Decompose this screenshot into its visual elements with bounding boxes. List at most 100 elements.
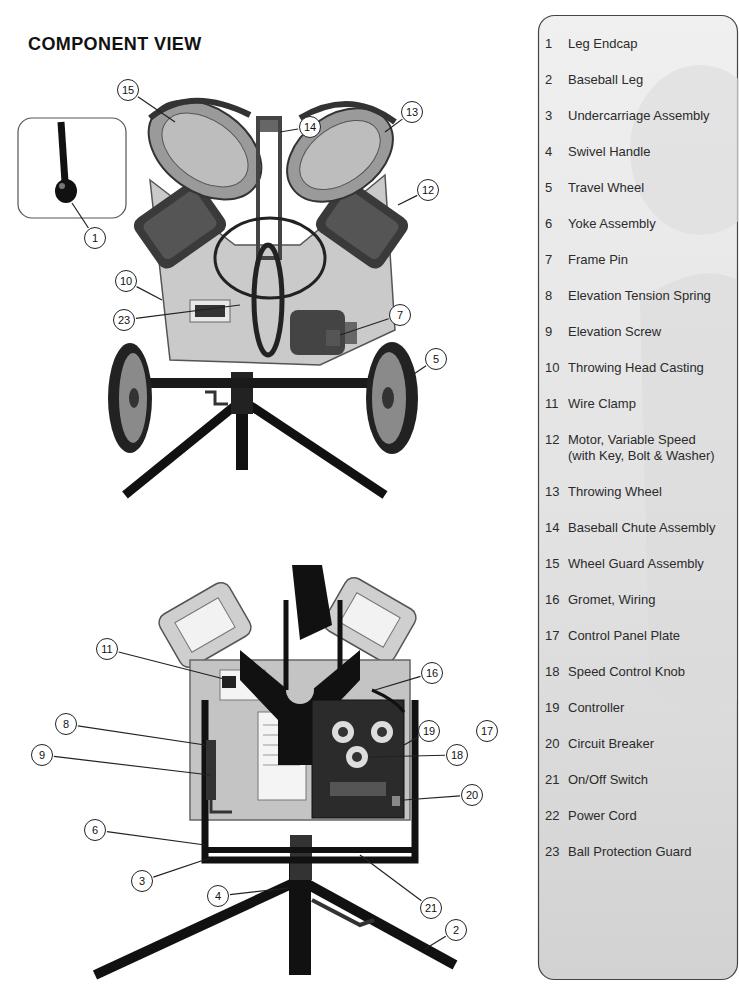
part-number: 13 (545, 484, 559, 500)
part-number: 17 (545, 628, 559, 644)
part-number: 20 (545, 736, 559, 752)
machine-front-view-part (287, 106, 393, 203)
callout-circle: 16 (421, 662, 443, 684)
part-name: Wire Clamp (568, 396, 636, 412)
part-number: 15 (545, 556, 559, 572)
parts-panel (539, 16, 739, 980)
callout-circle: 4 (207, 885, 229, 907)
leader-line (72, 203, 88, 228)
callout-number: 5 (433, 354, 439, 365)
part-number: 1 (545, 36, 552, 52)
machine-front-view-part (242, 400, 385, 495)
machine-rear-view-part (222, 676, 236, 688)
part-number: 21 (545, 772, 559, 788)
machine-rear-view-part (392, 796, 400, 806)
leader-line (280, 129, 298, 132)
machine-front-view-part (258, 118, 280, 258)
callout-number: 17 (481, 726, 493, 737)
leader-line (385, 119, 402, 132)
callout-circle: 12 (417, 179, 439, 201)
part-name: Frame Pin (568, 252, 628, 268)
part-number: 7 (545, 252, 552, 268)
part-name: Power Cord (568, 808, 637, 824)
part-name: Speed Control Knob (568, 664, 685, 680)
part-number: 4 (545, 144, 552, 160)
callout-circle: 6 (84, 819, 106, 841)
callout-circle: 3 (131, 870, 153, 892)
machine-rear-view-part (346, 746, 368, 768)
callout-number: 21 (425, 903, 437, 914)
callout-number: 2 (453, 925, 459, 936)
part-number: 14 (545, 520, 559, 536)
machine-rear-view-part (211, 800, 232, 812)
machine-front-view-part (254, 245, 282, 355)
callout-circle: 15 (117, 79, 139, 101)
machine-rear-view-part (312, 700, 404, 818)
machine-rear-view-part (338, 727, 348, 737)
callout-number: 11 (101, 644, 112, 655)
part-name: Controller (568, 700, 624, 716)
part-name: Throwing Wheel (568, 484, 662, 500)
machine-rear-view-part (332, 721, 354, 743)
part-name: Motor, Variable Speed (with Key, Bolt & … (568, 432, 722, 464)
machine-rear-view-part (292, 565, 332, 640)
callout-number: 4 (215, 891, 221, 902)
leader-line (398, 195, 417, 205)
machine-rear-view-part (205, 700, 415, 860)
part-name: Travel Wheel (568, 180, 644, 196)
callout-circle: 7 (389, 304, 411, 326)
leader-line (107, 832, 205, 845)
part-name: Elevation Tension Spring (568, 288, 711, 304)
part-number: 10 (545, 360, 559, 376)
machine-rear-view-part (300, 880, 455, 965)
callout-circle: 9 (31, 744, 53, 766)
callout-number: 20 (466, 790, 478, 801)
machine-front-view-part (372, 352, 406, 444)
machine-front-view (108, 80, 418, 495)
callout-number: 23 (118, 315, 130, 326)
machine-rear-view-part (352, 752, 362, 762)
part-number: 9 (545, 324, 552, 340)
machine-rear-view-part (320, 574, 419, 666)
callout-number: 10 (120, 276, 132, 287)
part-name: Elevation Screw (568, 324, 661, 340)
machine-front-view-part (270, 89, 411, 221)
part-name: Swivel Handle (568, 144, 650, 160)
machine-rear-view-part (330, 782, 386, 796)
machine-rear-view-part-part (320, 574, 419, 666)
callout-number: 13 (406, 107, 418, 118)
callout-circle: 17 (476, 720, 498, 742)
callout-circle: 5 (425, 348, 447, 370)
leader-line (340, 319, 389, 335)
part-name: Wheel Guard Assembly (568, 556, 704, 572)
callout-circle: 11 (96, 638, 118, 660)
machine-rear-view (95, 565, 455, 975)
machine-rear-view-part-part (340, 593, 400, 647)
leader-line (138, 97, 175, 122)
machine-rear-view-part-part (175, 598, 235, 652)
part-number: 16 (545, 592, 559, 608)
callout-number: 6 (92, 825, 98, 836)
machine-front-view-part (326, 330, 340, 346)
machine-front-view-part (260, 120, 278, 132)
callout-circle: 19 (418, 720, 440, 742)
leader-line (425, 936, 446, 949)
machine-rear-view-part (286, 676, 314, 704)
callout-number: 9 (39, 750, 45, 761)
leader-line (230, 888, 288, 895)
callout-circle: 10 (115, 270, 137, 292)
endcap-inset-part (59, 183, 65, 189)
machine-rear-view-part (155, 579, 254, 671)
callout-circle: 8 (55, 713, 77, 735)
part-number: 23 (545, 844, 559, 860)
part-number: 6 (545, 216, 552, 232)
leader-line (404, 737, 419, 745)
callout-number: 7 (397, 310, 403, 321)
callout-circle: 21 (420, 897, 442, 919)
part-name: Throwing Head Casting (568, 360, 704, 376)
callout-number: 3 (139, 876, 145, 887)
callout-number: 16 (426, 668, 438, 679)
machine-rear-view-part (377, 727, 387, 737)
part-name: Leg Endcap (568, 36, 637, 52)
